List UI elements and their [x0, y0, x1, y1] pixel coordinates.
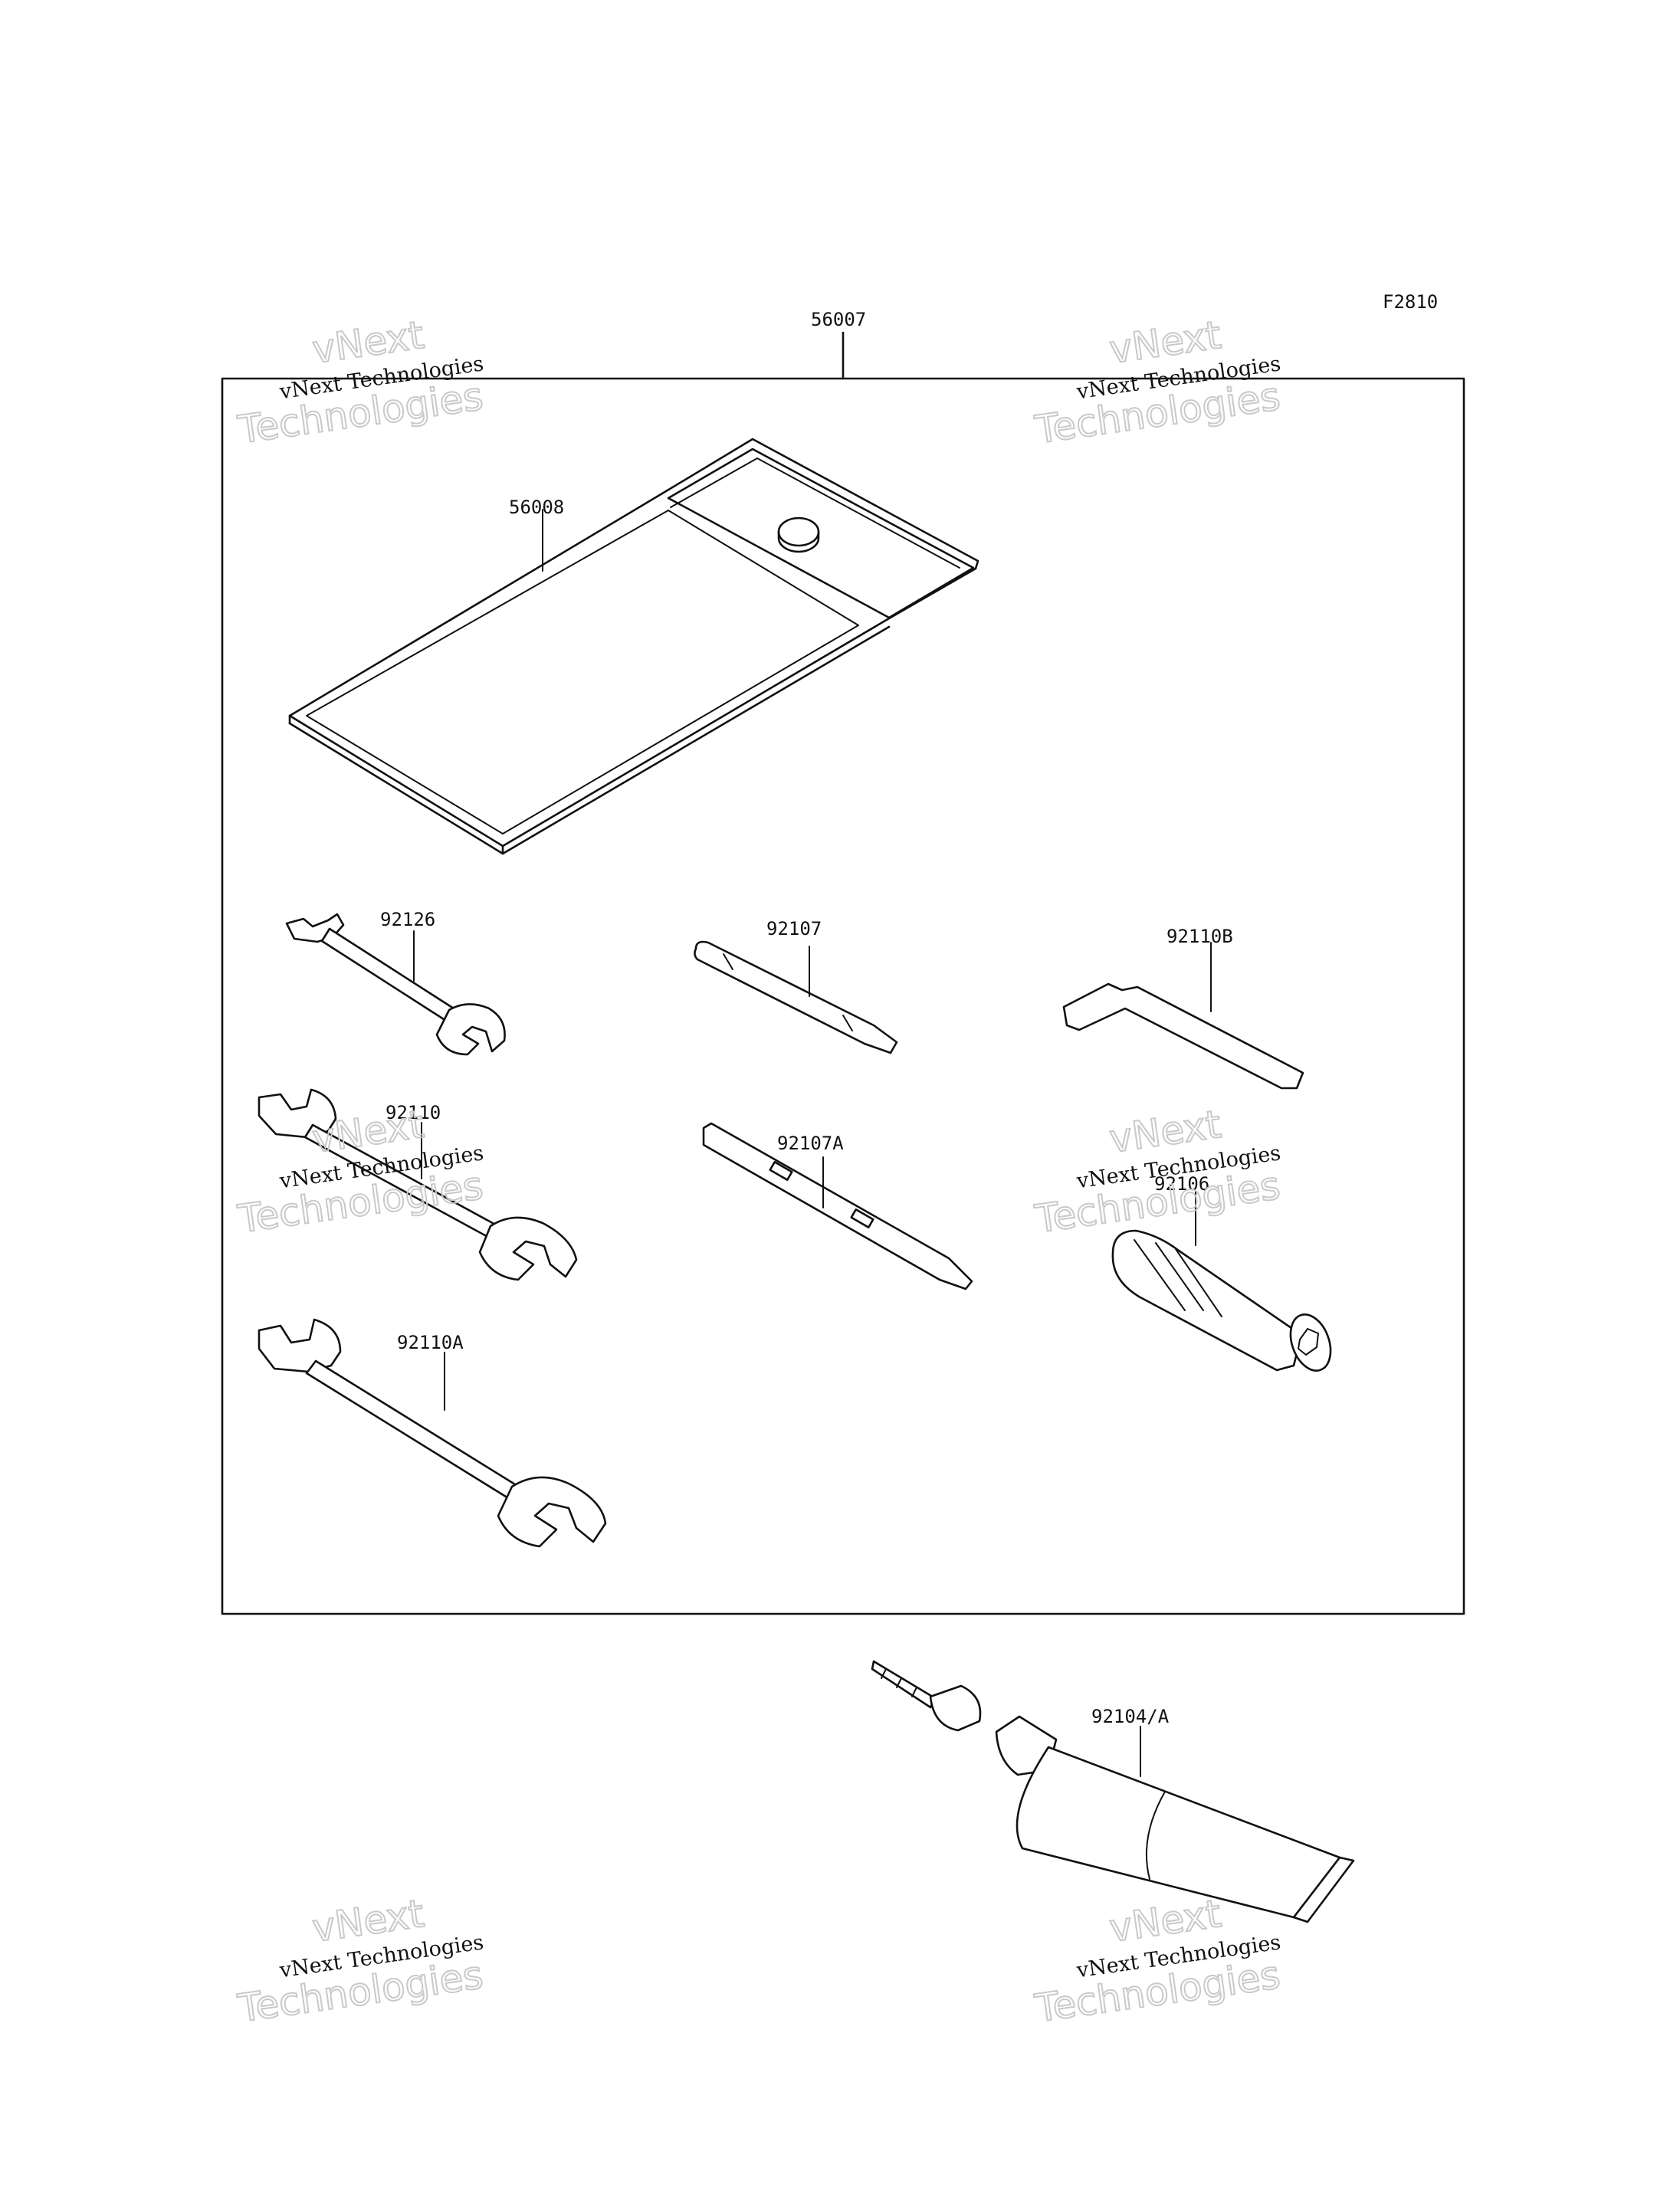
screwdriver-bit-drawing: [694, 940, 898, 1054]
label-wrench-small[interactable]: 92126: [380, 909, 435, 930]
label-tool-bag[interactable]: 56008: [509, 497, 564, 518]
tool-bag-drawing: [288, 438, 979, 855]
label-grease-tube[interactable]: 92104/A: [1091, 1706, 1170, 1727]
label-screwdriver-bit[interactable]: 92107: [766, 918, 822, 939]
watermark: vNext vNext Technologies Technologies: [1032, 1101, 1284, 1242]
tool-kit-frame: [221, 331, 1465, 1615]
screwdriver-bit-double-drawing: [702, 1122, 973, 1290]
label-handle[interactable]: 92106: [1154, 1173, 1209, 1195]
label-screwdriver-bit-double[interactable]: 92107A: [777, 1133, 844, 1154]
grease-tube-drawing: [871, 1660, 1355, 1923]
figure-code: F2810: [1383, 291, 1438, 313]
hex-wrench-drawing: [1062, 942, 1304, 1090]
label-wrench-medium[interactable]: 92110: [386, 1102, 441, 1123]
handle-drawing: [1111, 1191, 1332, 1372]
wrench-medium-drawing: [258, 1088, 578, 1281]
wrench-small-drawing: [285, 913, 506, 1056]
label-hex-wrench[interactable]: 92110B: [1166, 926, 1233, 947]
watermark: vNext vNext Technologies Technologies: [235, 1890, 487, 2031]
label-wrench-large[interactable]: 92110A: [397, 1332, 464, 1353]
wrench-large-drawing: [258, 1318, 607, 1548]
label-tool-kit[interactable]: 56007: [811, 309, 866, 330]
